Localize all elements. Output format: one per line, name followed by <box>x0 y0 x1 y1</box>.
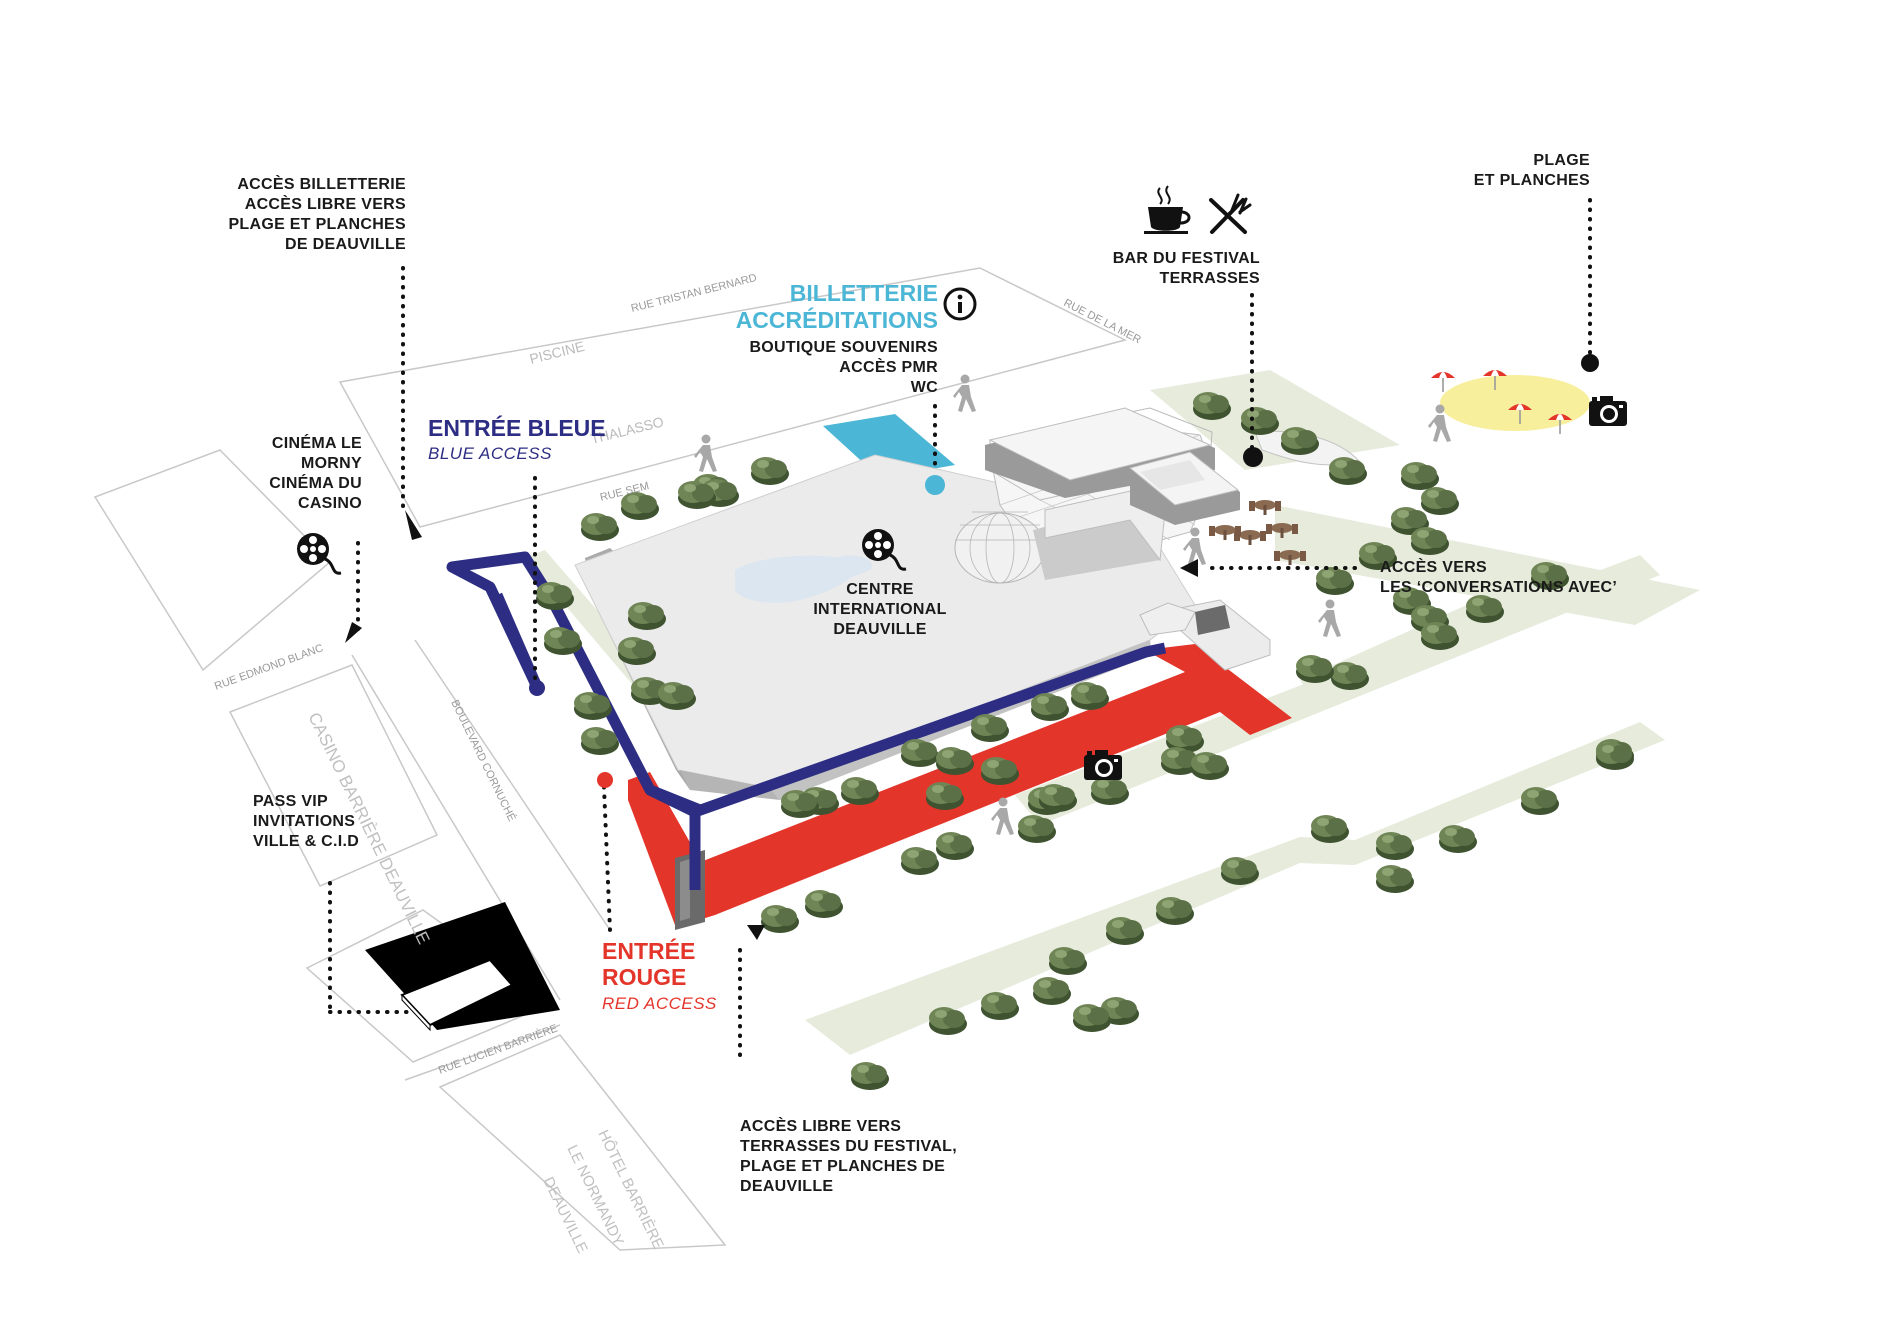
billetterie-line-pmr: ACCÈS PMR <box>839 359 938 376</box>
label-plage: PLAGE ET PLANCHES <box>1473 152 1590 189</box>
block-west-2 <box>228 664 439 887</box>
roof-buildings <box>985 407 1271 671</box>
entry-blue: ENTRÉE BLEUE BLUE ACCESS <box>428 415 606 464</box>
cutlery-icon <box>1209 193 1252 234</box>
label-conversations: ACCÈS VERS LES ‘CONVERSATIONS AVEC’ <box>1380 559 1618 596</box>
billetterie-title-line1: BILLETTERIE <box>789 280 938 306</box>
entry-blue-subtitle: BLUE ACCESS <box>428 444 552 463</box>
billetterie-zone <box>823 414 955 478</box>
entry-red-title-line1: ENTRÉE <box>602 938 696 964</box>
street-boulevard-cornuche: BOULEVARD CORNUCHÉ <box>448 698 518 824</box>
label-bar: BAR DU FESTIVAL TERRASSES <box>1112 250 1260 287</box>
block-north <box>338 267 1128 528</box>
billetterie-block: BILLETTERIE ACCRÉDITATIONS BOUTIQUE SOUV… <box>700 280 938 398</box>
label-billetterie-access: ACCÈS BILLETTERIE ACCÈS LIBRE VERS PLAGE… <box>228 176 406 253</box>
leader-lines <box>328 198 1592 1057</box>
billetterie-title-line2: ACCRÉDITATIONS <box>735 307 938 333</box>
entry-red-title-line2: ROUGE <box>602 964 687 990</box>
casino-entrance <box>365 902 560 1032</box>
label-cinema: CINÉMA LE MORNY CINÉMA DU CASINO <box>269 435 362 512</box>
billetterie-line-boutique: BOUTIQUE SOUVENIRS <box>749 339 938 356</box>
entry-red-subtitle: RED ACCESS <box>602 994 717 1013</box>
entry-blue-title: ENTRÉE BLEUE <box>428 415 606 441</box>
camera-icon <box>1589 396 1627 426</box>
info-icon <box>943 287 977 321</box>
label-pass-vip: PASS VIP INVITATIONS VILLE & C.I.D <box>253 793 360 850</box>
leader-arrows <box>345 510 1198 940</box>
billetterie-line-wc: WC <box>910 379 938 396</box>
beach-area <box>1440 375 1590 431</box>
block-hotel <box>438 1034 727 1251</box>
coffee-icon <box>1144 185 1191 234</box>
entry-red: ENTRÉE ROUGE RED ACCESS <box>602 938 717 1014</box>
label-centre-international: CENTRE INTERNATIONAL DEAUVILLE <box>813 581 947 638</box>
camera-icon <box>1084 750 1122 780</box>
label-free-access: ACCÈS LIBRE VERS TERRASSES DU FESTIVAL, … <box>740 1118 957 1195</box>
